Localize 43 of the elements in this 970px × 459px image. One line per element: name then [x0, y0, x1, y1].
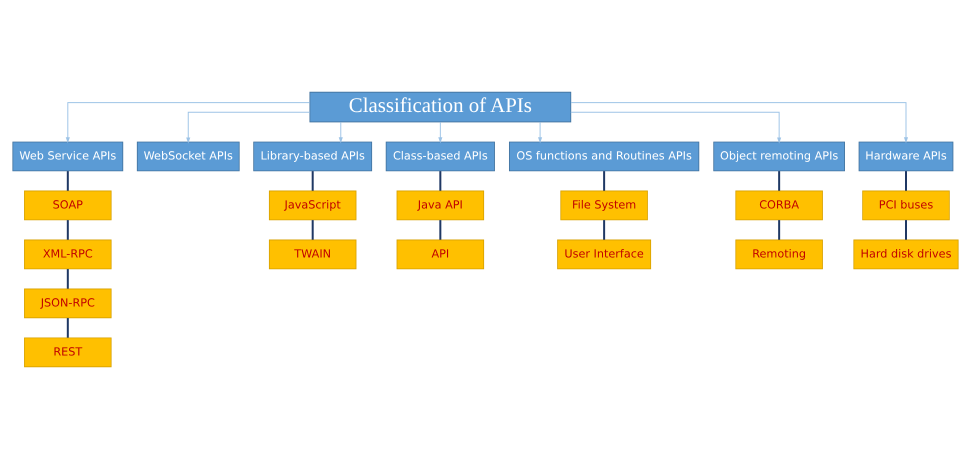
connector — [66, 220, 68, 240]
node-box: Hardware APIs — [858, 142, 953, 172]
connector — [602, 220, 605, 240]
node-box: Library-based APIs — [252, 142, 372, 172]
node-box: API — [396, 240, 484, 270]
node-box: Java API — [396, 190, 484, 220]
arrow — [186, 112, 310, 144]
node-box: CORBA — [734, 190, 822, 220]
node-box: JavaScript — [268, 190, 356, 220]
node-box: User Interface — [556, 240, 651, 270]
connector — [778, 171, 780, 191]
connector — [438, 220, 441, 240]
node-box: Web Service APIs — [12, 142, 123, 172]
node-box: Hard disk drives — [852, 240, 958, 270]
arrow — [338, 122, 342, 144]
arrow — [438, 122, 442, 144]
arrow — [570, 102, 908, 144]
node-box: REST — [24, 337, 112, 368]
node-box: PCI buses — [862, 190, 950, 220]
connector — [778, 220, 780, 240]
connector — [311, 220, 314, 240]
node-box: SOAP — [24, 190, 112, 220]
node-box: OS functions and Routines APIs — [508, 142, 699, 172]
node-box: Class-based APIs — [385, 142, 494, 172]
arrow — [538, 122, 542, 144]
node-box: Remoting — [734, 240, 822, 270]
arrow — [65, 102, 310, 144]
connector — [602, 171, 605, 191]
connector — [66, 171, 68, 191]
connector — [66, 318, 68, 338]
node-box: XML-RPC — [24, 240, 112, 270]
node-box: File System — [560, 190, 648, 220]
arrow — [570, 112, 781, 144]
node-box: TWAIN — [268, 240, 356, 270]
node-box: WebSocket APIs — [136, 142, 240, 172]
connector — [904, 171, 906, 191]
connector — [904, 220, 906, 240]
connector — [66, 269, 68, 289]
connector — [311, 171, 314, 191]
connector — [438, 171, 441, 191]
node-box: JSON-RPC — [24, 288, 112, 318]
node-box: Object remoting APIs — [712, 142, 844, 172]
node-box: Classification of APIs — [308, 92, 571, 122]
